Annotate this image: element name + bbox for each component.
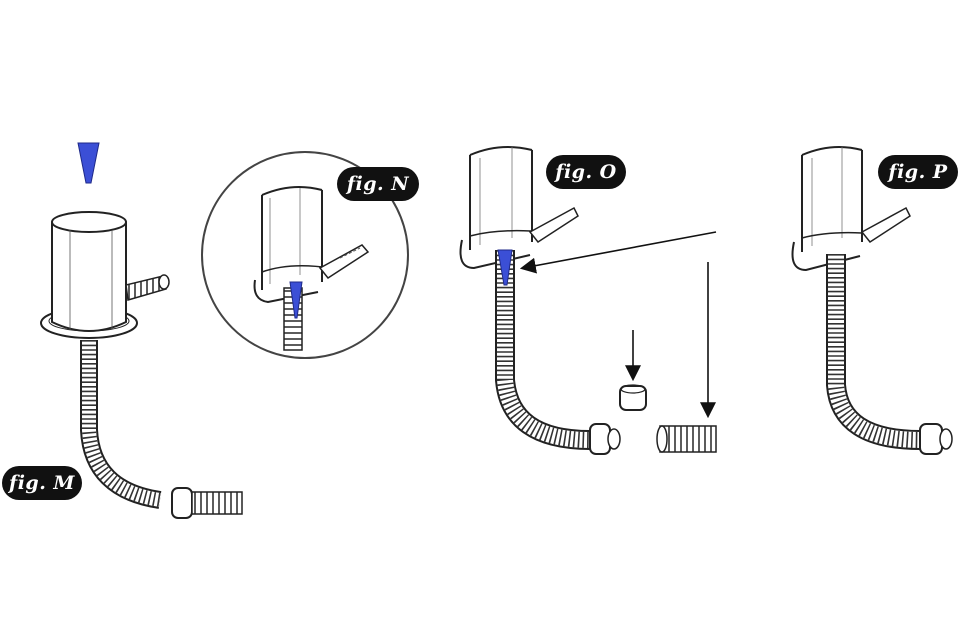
fig-m-illustration [40,142,243,519]
fig-o-illustration [459,146,717,455]
fig-p-illustration [791,145,953,455]
fig-m-label: fig. M [2,466,82,500]
fig-n-illustration [201,151,409,359]
detached-fitting [659,425,717,453]
blue-cone-seated [497,249,513,286]
detail-circle [201,151,409,359]
cylinder-top [51,211,127,233]
hose-nut [171,487,193,519]
arrow-to-cone [519,231,717,274]
threaded-end [191,491,243,515]
blue-cone-plug [77,142,100,184]
fig-p-label: fig. P [878,155,958,189]
detached-nut [619,385,647,411]
blue-cone-inserted [289,281,303,319]
fig-o-label: fig. O [546,155,626,189]
fig-n-label: fig. N [337,167,419,201]
cylinder-body [51,222,127,332]
